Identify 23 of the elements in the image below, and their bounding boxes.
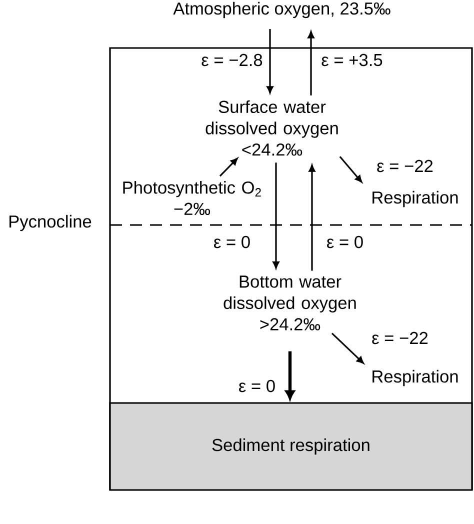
sediment-layer: Sediment respiration xyxy=(109,402,473,491)
bare-label: Atmospheric oxygen, 23.5‰ xyxy=(173,2,390,18)
water-label: Surface water dissolved oxygen <24.2‰ xyxy=(206,100,338,156)
source-label: Photosynthetic O$_{2}$ −2‰ xyxy=(123,181,261,215)
arrow xyxy=(272,162,280,269)
arrow xyxy=(219,158,238,177)
edge-label: ε = 0 xyxy=(325,234,365,250)
edge-label: ε = 0 xyxy=(237,378,277,394)
edge-label: ε = −2.8 xyxy=(200,52,264,68)
water-label: Bottom water dissolved oxygen >24.2‰ xyxy=(224,276,356,330)
arrow xyxy=(308,164,316,271)
arrow xyxy=(266,29,274,94)
edge-label: ε = −22 xyxy=(375,158,435,174)
arrow xyxy=(285,351,295,400)
layer-label: Pycnocline xyxy=(10,214,92,232)
arrow xyxy=(308,31,314,96)
edge-label: ε = +3.5 xyxy=(320,52,384,68)
edge-label: ε = −22 xyxy=(370,330,430,346)
sink-label: Respiration xyxy=(372,190,458,208)
arrow xyxy=(339,156,362,183)
edge-label: ε = 0 xyxy=(212,234,252,250)
sink-label: Respiration xyxy=(372,370,458,386)
arrow xyxy=(331,332,364,364)
